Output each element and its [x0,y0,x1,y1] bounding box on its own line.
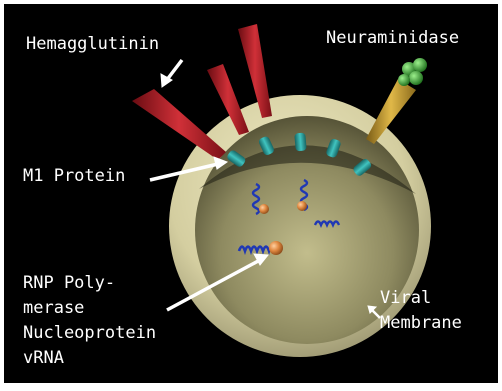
viral-membrane-label-line: Viral [380,286,462,311]
neuraminidase-spike [366,58,427,144]
rnp-label: RNP Poly- merase Nucleoprotein vRNA [23,271,156,371]
neuraminidase-head [409,71,423,85]
rnp-label-line: Nucleoprotein [23,321,156,346]
m1-protein [294,133,307,152]
rnp-label-line: merase [23,296,156,321]
polymerase-ball [297,201,307,211]
viral-membrane-label-line: Membrane [380,311,462,336]
influenza-virion-diagram: Hemagglutinin Neuraminidase M1 Protein R… [4,4,498,383]
rnp-label-line: vRNA [23,346,156,371]
m1-protein-label: M1 Protein [23,164,125,189]
viral-membrane-label: Viral Membrane [380,286,462,336]
hemagglutinin-spike [132,89,226,160]
neuraminidase-label: Neuraminidase [326,26,459,51]
neuraminidase-head [398,74,410,86]
polymerase-ball [259,204,269,214]
neuraminidase-head [413,58,427,72]
polymerase-ball [269,241,283,255]
hemagglutinin-label: Hemagglutinin [26,32,159,57]
rnp-label-line: RNP Poly- [23,271,156,296]
